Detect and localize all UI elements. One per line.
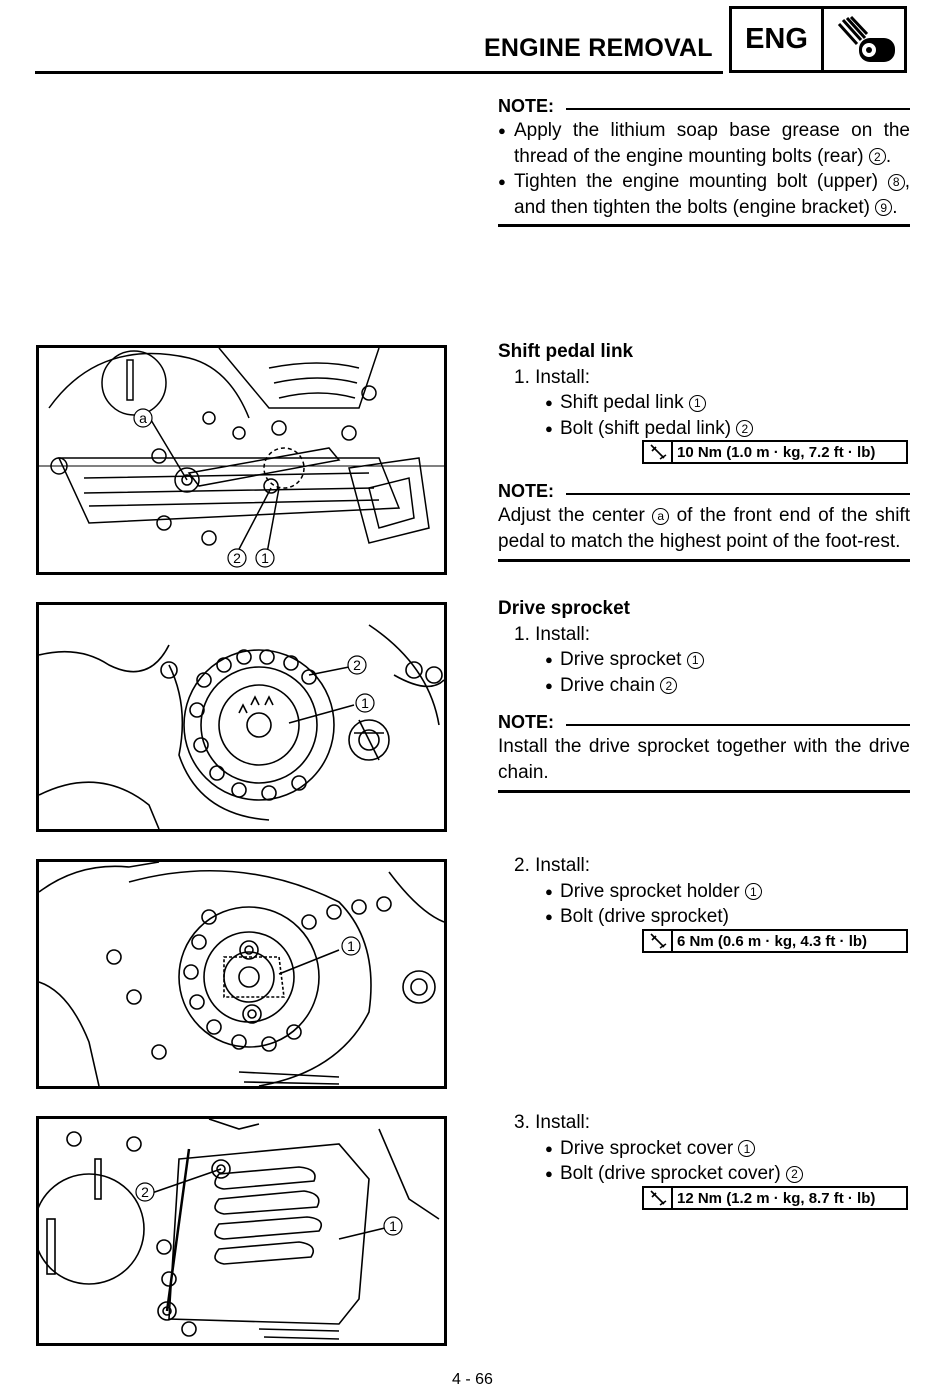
note-heading: NOTE: (498, 96, 910, 118)
figure-drive-sprocket-cover: 2 1 (36, 1116, 447, 1346)
ref-marker: 2 (660, 677, 678, 694)
note-shift-pedal: NOTE: Adjust the center a of the front e… (498, 481, 910, 562)
step-label: 3. Install: (514, 1112, 591, 1133)
ref-marker: 2 (868, 148, 886, 165)
page-number: 4 - 66 (452, 1371, 493, 1388)
torque-spec: 12 Nm (1.2 m · kg, 8.7 ft · lb) (642, 1186, 908, 1210)
figure-label: a (139, 410, 147, 426)
step3-block: 3. Install: Drive sprocket cover 1 Bolt … (498, 1110, 910, 1187)
section-badge: ENG (729, 6, 907, 73)
note-heading: NOTE: (498, 481, 910, 503)
figure-shift-pedal-link: a 2 1 (36, 345, 447, 575)
note-engine-mounting: NOTE: Apply the lithium soap base grease… (498, 96, 910, 227)
torque-value: 10 Nm (1.0 m · kg, 7.2 ft · lb) (677, 443, 876, 461)
note-bullet: Tighten the engine mounting bolt (upper)… (498, 169, 910, 220)
step-label: 2. Install: (514, 855, 591, 876)
note-text: Install the drive sprocket together with… (498, 736, 910, 783)
ref-marker: 9 (875, 199, 893, 216)
install-item: Shift pedal link 1 (498, 390, 910, 416)
wrench-icon (644, 931, 673, 951)
torque-value: 6 Nm (0.6 m · kg, 4.3 ft · lb) (677, 932, 868, 950)
ref-marker: 1 (738, 1140, 756, 1157)
header-rule (35, 71, 723, 74)
note-end-rule (498, 559, 910, 562)
figure-drive-sprocket-chain: 2 1 (36, 602, 447, 832)
note-text: Adjust the center a of the front end of … (498, 505, 910, 552)
note-end-rule (498, 224, 910, 227)
install-item: Bolt (shift pedal link) 2 (498, 416, 910, 442)
install-item: Bolt (drive sprocket) (498, 904, 910, 930)
install-item: Drive sprocket 1 (498, 647, 910, 673)
ref-marker: 1 (688, 394, 706, 412)
step-label: 1. Install: (514, 366, 591, 388)
install-item: Drive chain 2 (498, 673, 910, 699)
wrench-icon (644, 442, 673, 462)
section-title: Shift pedal link (498, 341, 634, 362)
figure-label: 1 (261, 550, 269, 566)
figure-label: 1 (361, 695, 369, 711)
step-label: 1. Install: (514, 623, 591, 645)
section-title: Drive sprocket (498, 598, 631, 619)
ref-marker: 1 (744, 883, 762, 900)
note-drive-sprocket: NOTE: Install the drive sprocket togethe… (498, 712, 910, 793)
install-item: Drive sprocket cover 1 (498, 1136, 910, 1162)
section-shift-pedal-link: Shift pedal link 1. Install: Shift pedal… (498, 339, 910, 441)
figure-drive-sprocket-holder: 1 (36, 859, 447, 1089)
ref-marker: 1 (686, 651, 704, 669)
note-bullet: Apply the lithium soap base grease on th… (498, 118, 910, 169)
ref-marker: 8 (887, 173, 905, 191)
torque-spec: 10 Nm (1.0 m · kg, 7.2 ft · lb) (642, 440, 908, 464)
ref-marker: a (652, 507, 670, 525)
figure-label: 2 (141, 1184, 149, 1200)
page-title: ENGINE REMOVAL (484, 34, 713, 62)
wrench-icon (644, 1188, 673, 1208)
install-item: Bolt (drive sprocket cover) 2 (498, 1161, 910, 1187)
figure-label: 1 (347, 938, 355, 954)
figure-label: 1 (389, 1218, 397, 1234)
badge-label: ENG (732, 9, 824, 70)
figure-label: 2 (233, 550, 241, 566)
torque-spec: 6 Nm (0.6 m · kg, 4.3 ft · lb) (642, 929, 908, 953)
ref-marker: 2 (785, 1165, 803, 1183)
figure-label: 2 (353, 657, 361, 673)
note-end-rule (498, 790, 910, 793)
torque-value: 12 Nm (1.2 m · kg, 8.7 ft · lb) (677, 1189, 876, 1207)
note-heading: NOTE: (498, 712, 910, 734)
step2-block: 2. Install: Drive sprocket holder 1 Bolt… (498, 853, 910, 930)
ref-marker: 2 (736, 420, 754, 437)
install-item: Drive sprocket holder 1 (498, 879, 910, 905)
engine-icon (824, 9, 904, 70)
section-drive-sprocket: Drive sprocket 1. Install: Drive sprocke… (498, 596, 910, 698)
